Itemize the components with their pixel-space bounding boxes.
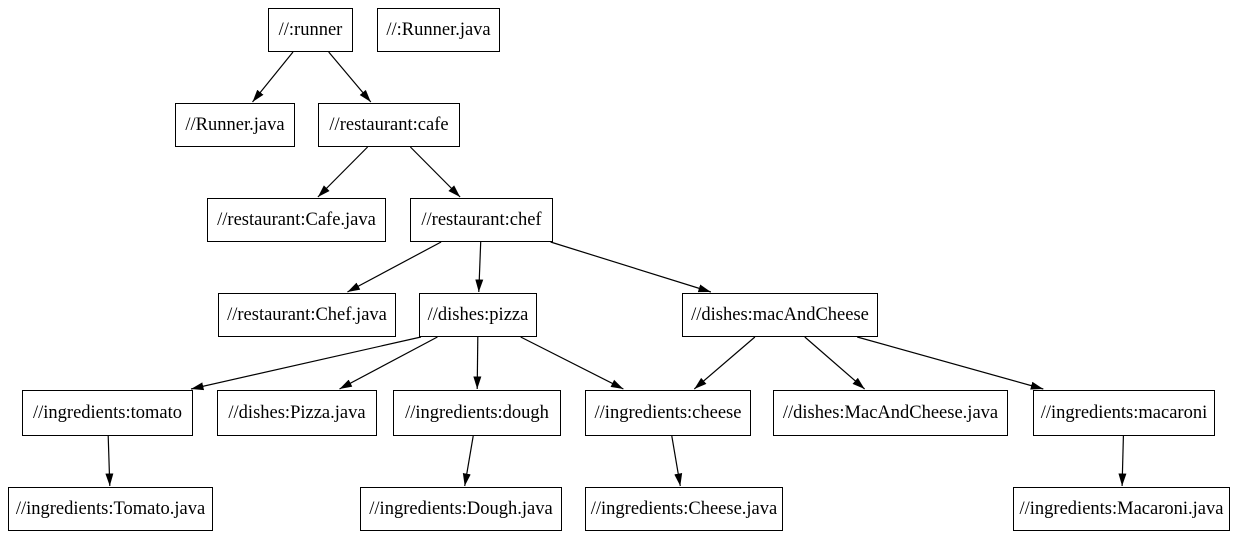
graph-node-tomato_java: //ingredients:Tomato.java — [8, 487, 213, 531]
graph-edge-pizza-to-tomato — [190, 336, 422, 391]
graph-node-cheese: //ingredients:cheese — [585, 390, 751, 436]
graph-node-chef: //restaurant:chef — [410, 198, 553, 242]
graph-node-pizza_java: //dishes:Pizza.java — [217, 390, 377, 436]
graph-node-dough_java: //ingredients:Dough.java — [360, 487, 562, 531]
graph-node-dough: //ingredients:dough — [393, 390, 561, 436]
graph-node-mac_java: //dishes:MacAndCheese.java — [773, 390, 1008, 436]
graph-edge-chef-to-macandcheese — [550, 241, 712, 293]
graph-edge-cheese-to-cheese_java — [671, 435, 683, 487]
graph-edge-cafe-to-chef — [409, 146, 461, 198]
graph-node-tomato: //ingredients:tomato — [22, 390, 193, 436]
graph-node-runner_java: //Runner.java — [175, 103, 295, 147]
graph-edge-pizza-to-pizza_java — [339, 336, 438, 390]
graph-edge-dough-to-dough_java — [462, 435, 474, 487]
graph-edge-runner-to-runner_java — [252, 51, 294, 103]
graph-node-cheese_java: //ingredients:Cheese.java — [585, 487, 783, 531]
graph-node-runner: //:runner — [268, 8, 353, 52]
graph-edge-runner-to-cafe — [328, 51, 372, 103]
graph-node-macaroni_java: //ingredients:Macaroni.java — [1013, 487, 1230, 531]
graph-edge-chef-to-pizza — [475, 241, 484, 293]
graph-node-runner_src: //:Runner.java — [377, 8, 500, 52]
graph-edge-tomato-to-tomato_java — [105, 435, 114, 487]
graph-node-cafe: //restaurant:cafe — [318, 103, 460, 147]
graph-node-chef_java: //restaurant:Chef.java — [218, 293, 396, 337]
graph-node-macaroni: //ingredients:macaroni — [1033, 390, 1215, 436]
graph-edge-macandcheese-to-mac_java — [804, 336, 865, 390]
graph-edge-pizza-to-cheese — [520, 336, 624, 390]
graph-edge-chef-to-chef_java — [347, 241, 442, 293]
graph-edge-cafe-to-cafe_java — [317, 146, 369, 198]
graph-edge-macandcheese-to-macaroni — [857, 336, 1044, 390]
graph-edge-pizza-to-dough — [473, 336, 482, 390]
graph-node-macandcheese: //dishes:macAndCheese — [682, 293, 878, 337]
graph-node-pizza: //dishes:pizza — [419, 293, 537, 337]
graph-edge-macandcheese-to-cheese — [693, 336, 756, 390]
graph-node-cafe_java: //restaurant:Cafe.java — [207, 198, 386, 242]
graph-edge-macaroni-to-macaroni_java — [1118, 435, 1127, 487]
